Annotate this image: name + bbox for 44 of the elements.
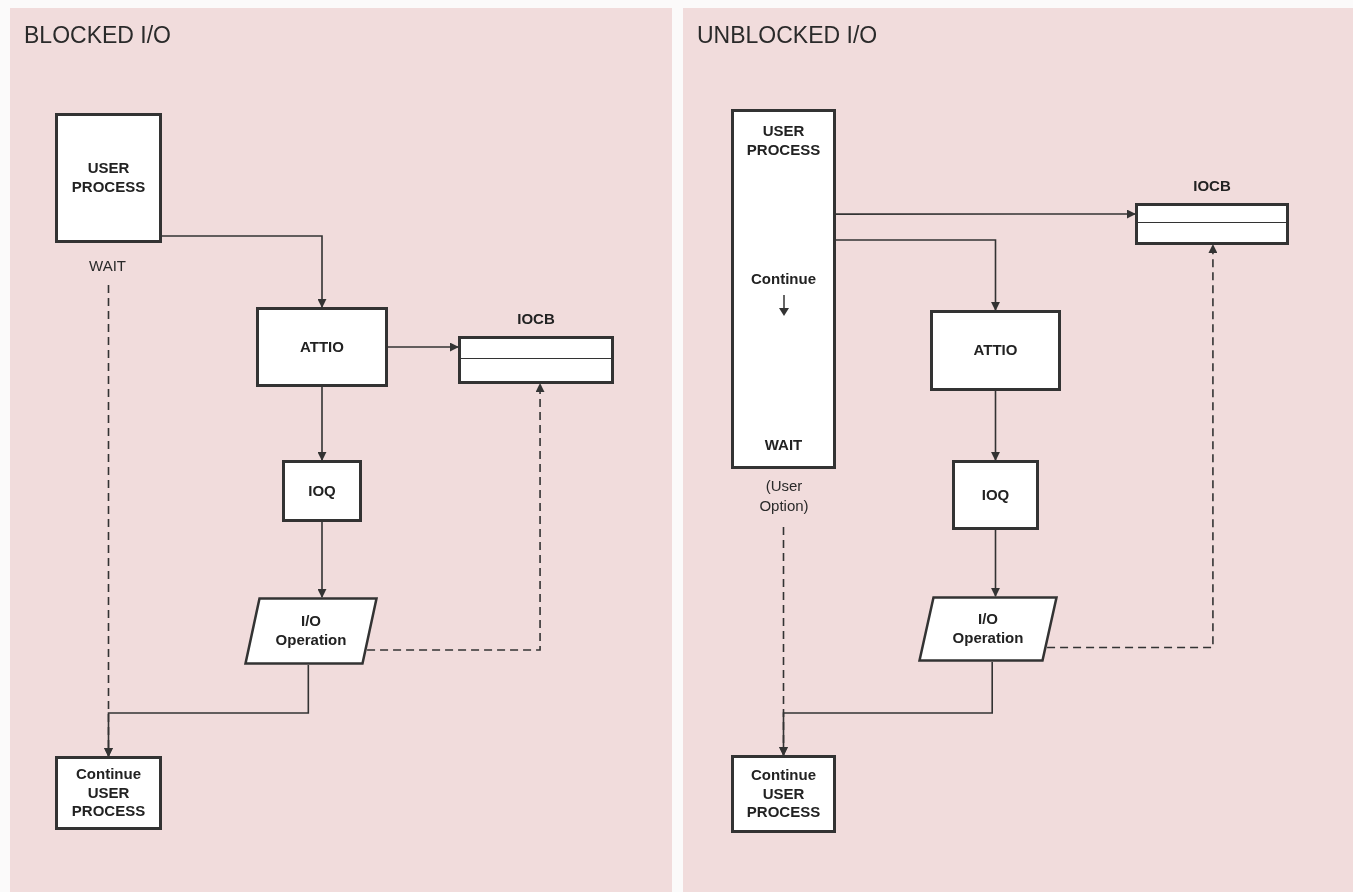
store-title: IOCB	[1192, 177, 1232, 194]
data-store-box	[458, 336, 614, 384]
arrow	[104, 284, 113, 757]
panel-title: BLOCKED I/O	[24, 22, 171, 49]
panel-background	[683, 8, 1353, 892]
store-title: IOCB	[516, 310, 556, 327]
data-store-box	[1135, 203, 1289, 245]
side-label: WAIT	[88, 256, 127, 276]
process-box	[731, 755, 836, 833]
arrow	[991, 529, 1000, 597]
box-label: Continue USER PROCESS	[745, 765, 822, 823]
arrow	[991, 390, 1000, 461]
io-parallelogram	[918, 596, 1058, 662]
box-label: USER PROCESS	[745, 122, 822, 160]
arrow	[161, 235, 327, 308]
process-box	[930, 310, 1061, 391]
arrow	[387, 342, 459, 352]
box-label: I/O Operation	[274, 612, 348, 650]
arrow	[317, 521, 327, 598]
arrow	[1046, 244, 1218, 649]
arrow	[317, 386, 327, 461]
process-box	[256, 307, 388, 387]
process-box	[55, 113, 162, 243]
arrow	[779, 526, 788, 756]
panel-title: UNBLOCKED I/O	[697, 22, 878, 49]
process-box	[282, 460, 362, 522]
arrow	[835, 239, 1000, 311]
box-label: ATTIO	[300, 337, 344, 357]
box-label: IOQ	[308, 481, 336, 501]
process-box	[952, 460, 1039, 530]
process-box	[55, 756, 162, 830]
box-label: Continue USER PROCESS	[70, 764, 147, 822]
box-label: ATTIO	[973, 341, 1018, 360]
box-label: WAIT	[763, 436, 804, 455]
side-label: (User Option)	[758, 476, 810, 515]
io-parallelogram	[244, 597, 378, 665]
box-label: USER PROCESS	[70, 159, 147, 197]
arrow	[366, 383, 545, 651]
panel-background	[10, 8, 672, 892]
box-label: Continue	[750, 270, 817, 289]
arrow	[835, 209, 1136, 219]
process-box	[731, 109, 836, 469]
box-label: I/O Operation	[951, 610, 1025, 648]
box-label: IOQ	[981, 485, 1010, 505]
